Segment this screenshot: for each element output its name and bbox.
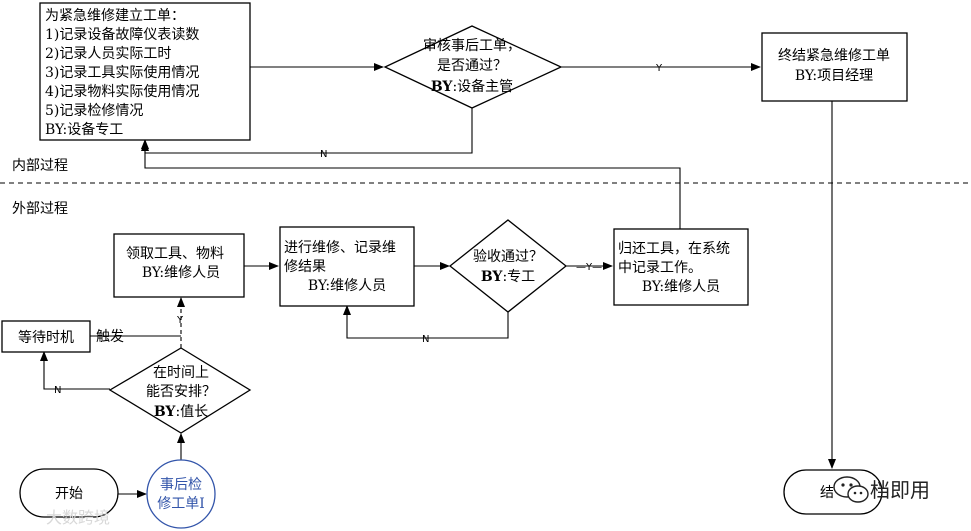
section-label-internal: 内部过程 bbox=[12, 158, 68, 174]
arrange-line-2: 能否安排？ bbox=[146, 384, 216, 400]
end-label: 结 bbox=[820, 485, 834, 501]
create-order-line-5: 5)记录检修情况 bbox=[45, 103, 143, 119]
create-order-line-3: 3)记录工具实际使用情况 bbox=[45, 64, 199, 81]
post-order-line-2: 修工单I bbox=[157, 496, 205, 512]
watermark-faint: 大数跨境 bbox=[46, 508, 110, 527]
wechat-icon bbox=[833, 476, 869, 503]
create-order-line-1: 1)记录设备故障仪表读数 bbox=[45, 26, 199, 43]
review-line-2: 是否通过？ bbox=[437, 58, 507, 74]
arrange-by: BY:值长 bbox=[154, 404, 208, 420]
review-by: BY:设备主管 bbox=[431, 78, 513, 95]
edge-label-accept-no: N bbox=[422, 334, 429, 345]
section-label-external: 外部过程 bbox=[12, 201, 68, 217]
wait-label: 等待时机 bbox=[18, 329, 74, 346]
node-create-order: 为紧急维修建立工单： 1)记录设备故障仪表读数 2)记录人员实际工时 3)记录工… bbox=[39, 2, 251, 141]
edge-label-review-no: N bbox=[320, 149, 327, 160]
accept-by: BY:专工 bbox=[481, 269, 535, 285]
node-review: 审核事后工单， 是否通过？ BY:设备主管 bbox=[383, 25, 563, 109]
edge-label-arrange-yes: Y bbox=[176, 315, 184, 326]
close-order-line-2: BY:项目经理 bbox=[795, 68, 873, 84]
node-repair: 进行维修、记录维 修结果 BY:维修人员 bbox=[279, 226, 415, 307]
get-tools-line-1: 领取工具、物料 bbox=[126, 246, 224, 262]
node-start: 开始 bbox=[19, 468, 119, 518]
create-order-line-2: 2)记录人员实际工时 bbox=[45, 46, 171, 62]
node-close-order: 终结紧急维修工单 BY:项目经理 bbox=[761, 32, 908, 102]
repair-line-2: 修结果 bbox=[284, 259, 326, 275]
accept-line-1: 验收通过？ bbox=[473, 249, 543, 265]
create-order-line-6: BY:设备专工 bbox=[45, 121, 123, 138]
edge-label-accept-yes: —Y— bbox=[576, 262, 602, 273]
node-post-order: 事后检 修工单I bbox=[146, 459, 216, 529]
close-order-line-1: 终结紧急维修工单 bbox=[778, 48, 890, 64]
node-return-tools: 归还工具，在系统 中记录工作。 BY:维修人员 bbox=[613, 228, 749, 306]
node-accept: 验收通过？ BY:专工 bbox=[448, 219, 568, 313]
create-order-line-4: 4)记录物料实际使用情况 bbox=[45, 83, 199, 100]
return-tools-line-1: 归还工具，在系统 bbox=[618, 240, 730, 257]
post-order-line-1: 事后检 bbox=[160, 477, 202, 493]
arrange-line-1: 在时间上 bbox=[153, 365, 209, 381]
edge-label-review-yes: Y bbox=[655, 63, 663, 74]
edge-label-arrange-no: N bbox=[54, 385, 61, 396]
create-order-line-0: 为紧急维修建立工单： bbox=[45, 8, 185, 24]
edge-label-trigger: 触发 bbox=[96, 329, 124, 345]
get-tools-line-2: BY:维修人员 bbox=[142, 265, 220, 281]
edge-return-to-create bbox=[141, 141, 681, 229]
start-label: 开始 bbox=[55, 486, 83, 502]
edge-accept-no bbox=[343, 305, 509, 339]
node-wait: 等待时机 bbox=[1, 320, 91, 353]
review-line-1: 审核事后工单， bbox=[423, 38, 521, 54]
return-tools-line-3: BY:维修人员 bbox=[642, 279, 720, 295]
edge-arrange-no bbox=[40, 351, 110, 390]
repair-line-3: BY:维修人员 bbox=[308, 278, 386, 294]
node-get-tools: 领取工具、物料 BY:维修人员 bbox=[113, 233, 245, 298]
repair-line-1: 进行维修、记录维 bbox=[284, 240, 396, 256]
watermark-text: 档即用 bbox=[870, 478, 930, 502]
return-tools-line-2: 中记录工作。 bbox=[618, 260, 702, 276]
node-arrange: 在时间上 能否安排？ BY:值长 bbox=[108, 347, 252, 434]
